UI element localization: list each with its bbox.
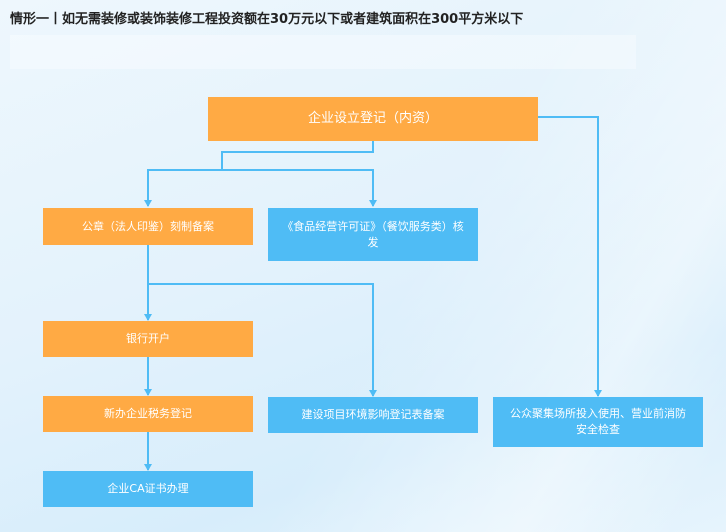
node-registration: 企业设立登记（内资） (208, 97, 538, 141)
header-panel (10, 35, 636, 69)
connector-to-food-license (222, 169, 377, 207)
node-ca: 企业CA证书办理 (43, 471, 253, 507)
node-food-license: 《食品经营许可证》（餐饮服务类）核发 (268, 208, 478, 261)
connector-to-environment (148, 283, 377, 397)
node-tax: 新办企业税务登记 (43, 396, 253, 432)
node-bank: 银行开户 (43, 321, 253, 357)
node-fire-safety: 公众聚集场所投入使用、营业前消防安全检查 (493, 397, 703, 447)
connector-to-fire-safety (538, 116, 602, 397)
page-title: 情形一丨如无需装修或装饰装修工程投资额在30万元以下或者建筑面积在300平方米以… (10, 12, 524, 27)
connector-to-seal (144, 164, 223, 207)
node-environment: 建设项目环境影响登记表备案 (268, 397, 478, 433)
connector-registration-split (221, 141, 374, 164)
node-seal: 公章（法人印鉴）刻制备案 (43, 208, 253, 245)
